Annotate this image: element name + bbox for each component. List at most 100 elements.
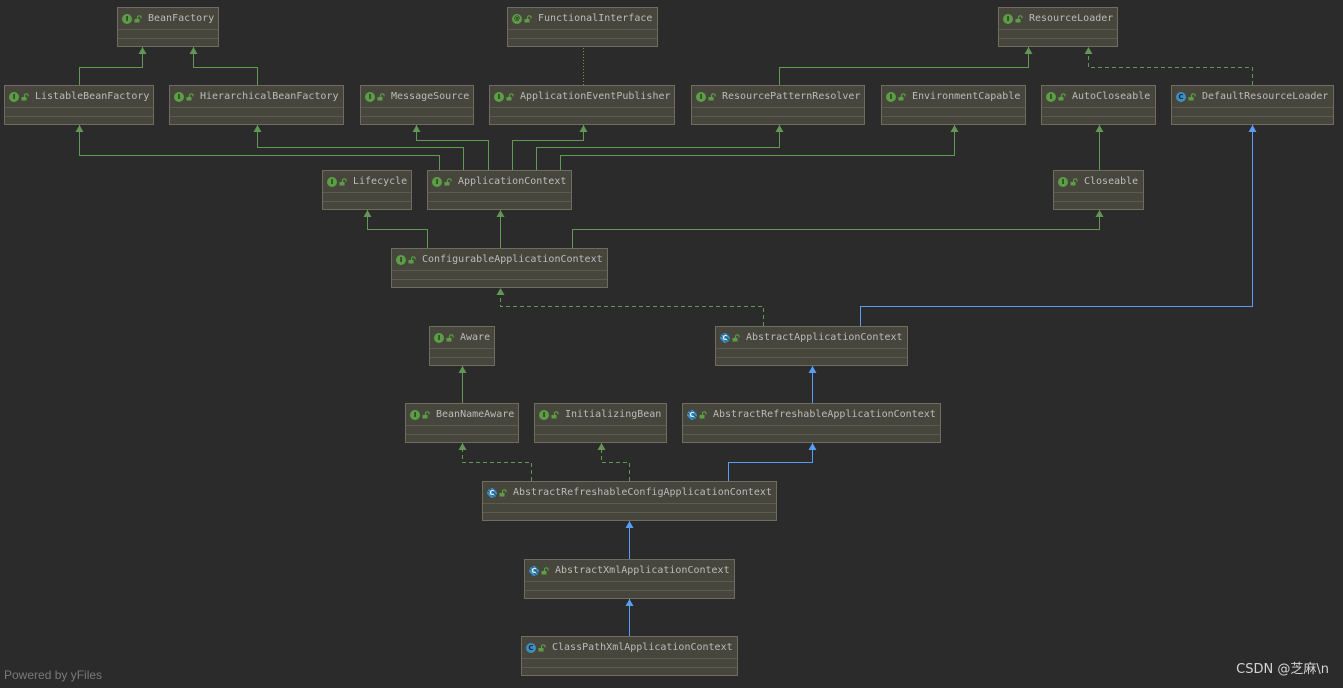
interface-icon bbox=[327, 177, 337, 187]
node-label: Aware bbox=[460, 332, 491, 343]
edge-applicationcontext-extends-resourcepatternresolver bbox=[536, 125, 784, 170]
interface-icon bbox=[174, 92, 184, 102]
public-visibility-icon bbox=[422, 411, 430, 419]
node-auto-closeable[interactable]: AutoCloseable bbox=[1041, 85, 1156, 125]
node-functional-interface[interactable]: FunctionalInterface bbox=[507, 7, 658, 47]
edge-hierarchicalbeanfactory-extends-beanfactory bbox=[189, 47, 258, 85]
node-label: AbstractApplicationContext bbox=[746, 332, 903, 343]
node-label: FunctionalInterface bbox=[538, 13, 653, 24]
node-header: Lifecycle bbox=[323, 171, 411, 193]
class-icon bbox=[1176, 92, 1186, 102]
node-label: AutoCloseable bbox=[1072, 91, 1151, 102]
node-hierarchical-bean-factory[interactable]: HierarchicalBeanFactory bbox=[169, 85, 344, 125]
public-visibility-icon bbox=[408, 256, 416, 264]
public-visibility-icon bbox=[708, 93, 716, 101]
node-abstract-refreshable-application-context[interactable]: AbstractRefreshableApplicationContext bbox=[682, 403, 941, 443]
node-header: Aware bbox=[430, 327, 494, 349]
public-visibility-icon bbox=[506, 93, 514, 101]
public-visibility-icon bbox=[538, 644, 546, 652]
abstract-class-icon bbox=[529, 566, 539, 576]
node-label: Closeable bbox=[1084, 176, 1139, 187]
node-members-section bbox=[323, 201, 411, 202]
node-resource-loader[interactable]: ResourceLoader bbox=[998, 7, 1118, 47]
node-configurable-application-context[interactable]: ConfigurableApplicationContext bbox=[391, 248, 608, 288]
interface-icon bbox=[1003, 14, 1013, 24]
node-members-section bbox=[1054, 201, 1143, 202]
public-visibility-icon bbox=[377, 93, 385, 101]
node-label: AbstractXmlApplicationContext bbox=[555, 565, 730, 576]
node-environment-capable[interactable]: EnvironmentCapable bbox=[881, 85, 1026, 125]
node-label: AbstractRefreshableConfigApplicationCont… bbox=[513, 487, 772, 498]
node-application-event-publisher[interactable]: ApplicationEventPublisher bbox=[489, 85, 675, 125]
node-members-section bbox=[525, 590, 734, 591]
node-header: ListableBeanFactory bbox=[5, 86, 153, 108]
public-visibility-icon bbox=[339, 178, 347, 186]
node-label: EnvironmentCapable bbox=[912, 91, 1021, 102]
node-label: ClassPathXmlApplicationContext bbox=[552, 642, 733, 653]
node-members-section bbox=[5, 116, 153, 117]
interface-icon bbox=[396, 255, 406, 265]
node-listable-bean-factory[interactable]: ListableBeanFactory bbox=[4, 85, 154, 125]
node-header: MessageSource bbox=[361, 86, 473, 108]
node-initializing-bean[interactable]: InitializingBean bbox=[534, 403, 667, 443]
node-message-source[interactable]: MessageSource bbox=[360, 85, 474, 125]
interface-icon bbox=[365, 92, 375, 102]
node-members-section bbox=[430, 357, 494, 358]
class-icon bbox=[526, 643, 536, 653]
node-header: BeanNameAware bbox=[406, 404, 518, 426]
node-abstract-xml-application-context[interactable]: AbstractXmlApplicationContext bbox=[524, 559, 735, 599]
node-members-section bbox=[490, 116, 674, 117]
interface-icon bbox=[539, 410, 549, 420]
edge-applicationcontext-extends-applicationeventpublisher bbox=[512, 125, 588, 170]
node-header: BeanFactory bbox=[118, 8, 218, 30]
node-header: ClassPathXmlApplicationContext bbox=[522, 637, 737, 659]
node-application-context[interactable]: ApplicationContext bbox=[427, 170, 572, 210]
node-members-section bbox=[392, 279, 607, 280]
public-visibility-icon bbox=[444, 178, 452, 186]
node-abstract-application-context[interactable]: AbstractApplicationContext bbox=[715, 326, 908, 366]
edge-abstractrefreshableconfigapplicationcontext-implements-beannameaware bbox=[458, 443, 532, 481]
node-label: BeanNameAware bbox=[436, 409, 515, 420]
node-default-resource-loader[interactable]: DefaultResourceLoader bbox=[1171, 85, 1334, 125]
node-header: AbstractApplicationContext bbox=[716, 327, 907, 349]
node-closeable[interactable]: Closeable bbox=[1053, 170, 1144, 210]
node-header: ApplicationEventPublisher bbox=[490, 86, 674, 108]
public-visibility-icon bbox=[1015, 15, 1023, 23]
node-members-section bbox=[483, 512, 776, 513]
edge-abstractapplicationcontext-extends-defaultresourceloader bbox=[860, 125, 1257, 326]
edge-listablebeanfactory-extends-beanfactory bbox=[79, 47, 147, 85]
node-members-section bbox=[361, 116, 473, 117]
node-members-section bbox=[1172, 116, 1333, 117]
node-header: DefaultResourceLoader bbox=[1172, 86, 1333, 108]
node-resource-pattern-resolver[interactable]: ResourcePatternResolver bbox=[691, 85, 865, 125]
node-header: ResourcePatternResolver bbox=[692, 86, 864, 108]
node-members-section bbox=[170, 116, 343, 117]
interface-icon bbox=[434, 333, 444, 343]
public-visibility-icon bbox=[524, 15, 532, 23]
node-header: Closeable bbox=[1054, 171, 1143, 193]
edge-configurableapplicationcontext-extends-closeable bbox=[572, 210, 1104, 248]
node-label: ResourceLoader bbox=[1029, 13, 1114, 24]
node-members-section bbox=[692, 116, 864, 117]
powered-by-label: Powered by yFiles bbox=[4, 668, 103, 682]
node-bean-factory[interactable]: BeanFactory bbox=[117, 7, 219, 47]
node-abstract-refreshable-config-application-context[interactable]: AbstractRefreshableConfigApplicationCont… bbox=[482, 481, 777, 521]
node-label: Lifecycle bbox=[353, 176, 408, 187]
node-header: HierarchicalBeanFactory bbox=[170, 86, 343, 108]
node-header: AbstractXmlApplicationContext bbox=[525, 560, 734, 582]
interface-icon bbox=[696, 92, 706, 102]
interface-icon bbox=[9, 92, 19, 102]
public-visibility-icon bbox=[541, 567, 549, 575]
interface-icon bbox=[410, 410, 420, 420]
edge-applicationcontext-extends-environmentcapable bbox=[560, 125, 959, 170]
node-members-section bbox=[716, 357, 907, 358]
node-class-path-xml-application-context[interactable]: ClassPathXmlApplicationContext bbox=[521, 636, 738, 676]
edge-abstractrefreshableconfigapplicationcontext-implements-initializingbean bbox=[597, 443, 630, 481]
node-header: InitializingBean bbox=[535, 404, 666, 426]
node-aware[interactable]: Aware bbox=[429, 326, 495, 366]
node-bean-name-aware[interactable]: BeanNameAware bbox=[405, 403, 519, 443]
public-visibility-icon bbox=[134, 15, 142, 23]
node-lifecycle[interactable]: Lifecycle bbox=[322, 170, 412, 210]
public-visibility-icon bbox=[186, 93, 194, 101]
